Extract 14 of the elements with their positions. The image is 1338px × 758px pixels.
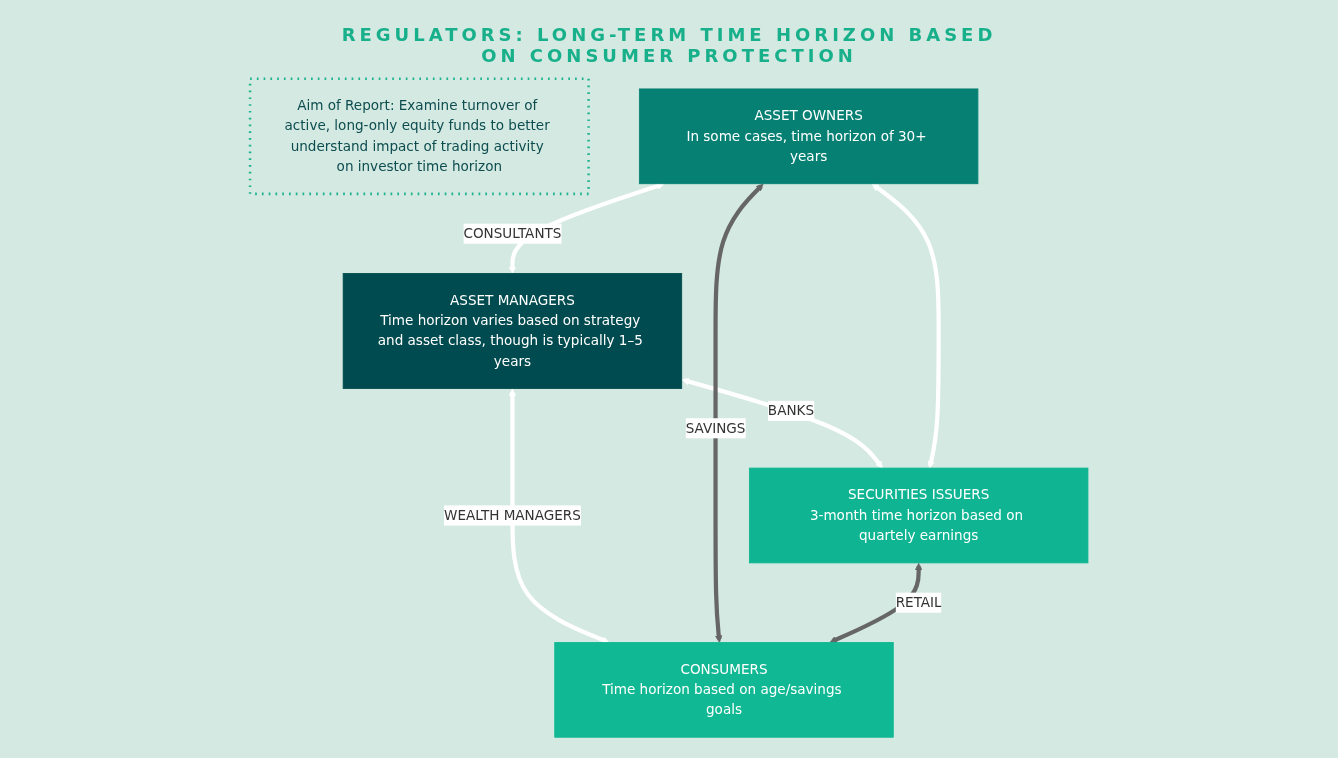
edge-label: RETAIL: [895, 594, 942, 611]
arrow: [871, 183, 941, 469]
arrow: [681, 377, 883, 469]
node-box: CONSUMERS Time horizon based on age/savings goals: [554, 642, 894, 738]
node-box: ASSET OWNERS In some cases, time horizon of 30+ years: [638, 88, 979, 185]
edge-label: CONSULTANTS: [463, 225, 562, 242]
arrow: [508, 388, 610, 644]
arrow: [713, 183, 764, 643]
title: REGULATORS: LONG-TERM TIME HORIZON BASED ON CONSUMER PROTECTION: [340, 24, 998, 66]
edge-label: WEALTH MANAGERS: [444, 507, 581, 524]
edge-label: BANKS: [767, 402, 815, 419]
node-box: ASSET MANAGERS Time horizon varies based on strategy and asset class, though is typically 1–5 years: [342, 273, 683, 389]
edge-label: SAVINGS: [685, 419, 746, 436]
node-box: SECURITIES ISSUERS 3-month time horizon based on quartely earnings: [748, 467, 1089, 564]
